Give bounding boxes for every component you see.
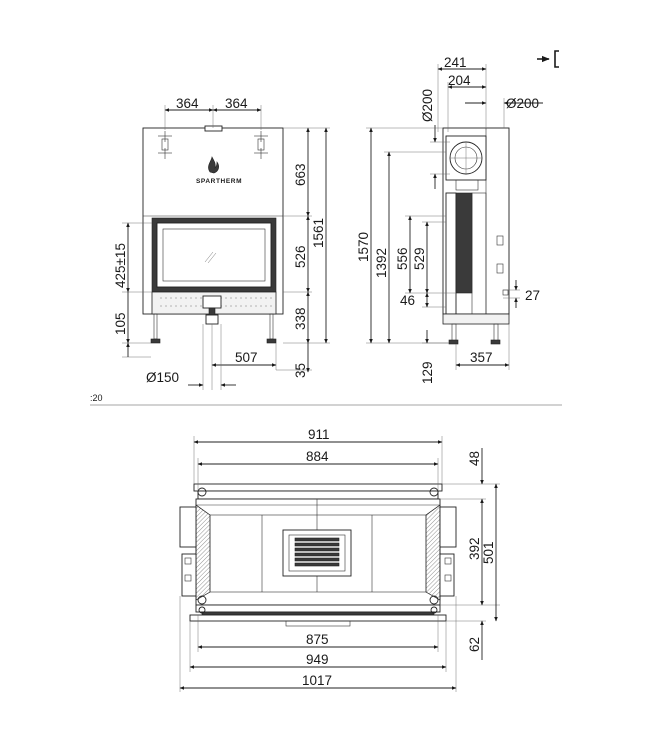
dim-front-507: 507 — [235, 350, 258, 365]
dim-front-338: 338 — [293, 307, 308, 330]
plan-wall-right — [425, 504, 441, 601]
plan-corner-bolts — [197, 487, 439, 614]
dim-side-357: 357 — [470, 350, 493, 365]
dim-plan-875: 875 — [306, 632, 329, 647]
view-marker — [537, 50, 559, 68]
dim-plan-392: 392 — [467, 537, 482, 560]
brand-name: SPARTHERM — [196, 178, 242, 185]
dim-plan-884: 884 — [306, 449, 329, 464]
dim-front-364-right: 364 — [225, 96, 248, 111]
front-top-tab — [204, 125, 223, 132]
dim-front-1561: 1561 — [311, 218, 326, 248]
dim-front-364-left: 364 — [176, 96, 199, 111]
door-glass — [156, 222, 272, 288]
dim-plan-501: 501 — [481, 541, 496, 564]
dim-front-663: 663 — [293, 163, 308, 186]
bracket-left — [158, 131, 172, 159]
dim-side-1392: 1392 — [374, 248, 389, 278]
dim-side-d200-left: Ø200 — [420, 89, 435, 122]
dim-side-27: 27 — [525, 288, 540, 303]
dim-front-425: 425±15 — [113, 243, 128, 288]
dim-side-d200-right: Ø200 — [506, 96, 539, 111]
dim-front-105: 105 — [113, 312, 128, 335]
brand-logo: SPARTHERM — [196, 156, 242, 185]
dim-side-241: 241 — [444, 55, 467, 70]
dim-plan-62: 62 — [467, 637, 482, 652]
scale-label: :20 — [90, 393, 103, 403]
side-door-edge — [445, 192, 457, 315]
plan-side-brackets — [179, 506, 457, 597]
plan-view: 911 884 48 392 501 62 875 949 1017 — [179, 427, 500, 692]
plan-top-flange — [193, 483, 443, 492]
air-inlet-stub — [202, 295, 222, 309]
dim-side-46: 46 — [400, 293, 415, 308]
front-view: SPARTHERM 364 364 — [113, 96, 330, 390]
dim-front-526: 526 — [293, 245, 308, 268]
dim-plan-911: 911 — [308, 427, 330, 442]
dim-side-204: 204 — [448, 73, 471, 88]
dim-side-556: 556 — [395, 247, 410, 270]
side-view: 241 204 Ø200 Ø200 1570 1392 556 529 46 1… — [356, 55, 543, 384]
dim-plan-949: 949 — [306, 652, 329, 667]
dim-side-1570: 1570 — [356, 232, 371, 262]
grate-slots — [294, 537, 340, 567]
front-feet — [150, 313, 277, 344]
dim-plan-1017: 1017 — [302, 673, 332, 688]
dim-front-d150: Ø150 — [146, 370, 179, 385]
dim-plan-48: 48 — [467, 451, 482, 466]
dim-side-129: 129 — [420, 361, 435, 384]
bracket-right — [254, 131, 268, 159]
plan-wall-left — [195, 504, 211, 601]
dim-front-35: 35 — [293, 363, 308, 378]
dim-side-529: 529 — [412, 247, 427, 270]
